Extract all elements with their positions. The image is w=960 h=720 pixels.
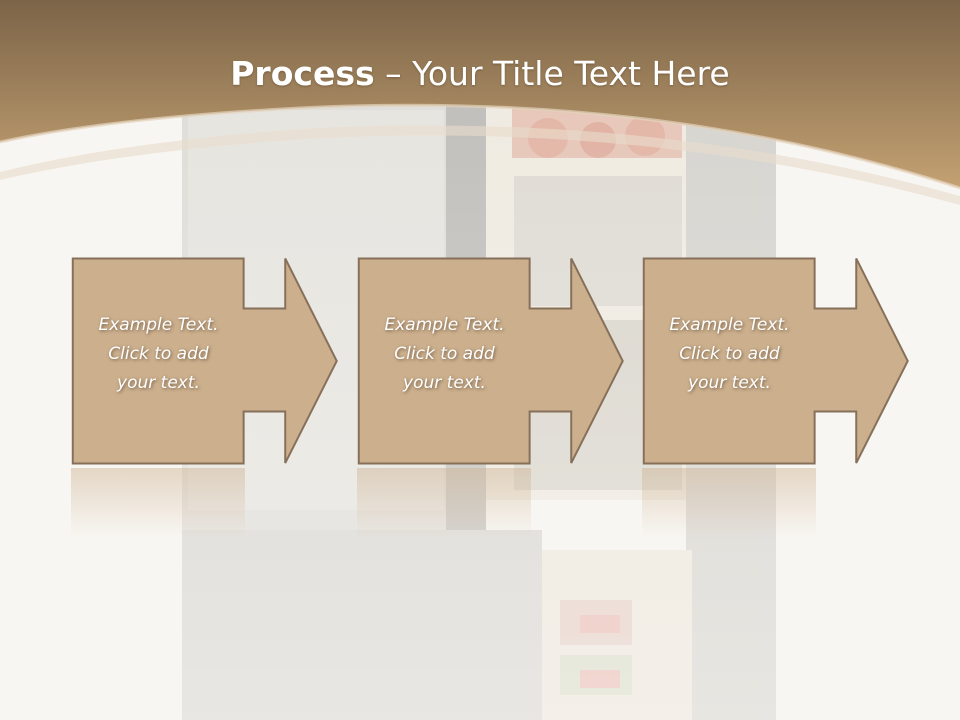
step-3-text[interactable]: Example Text. Click to add your text. xyxy=(642,311,817,398)
header-band xyxy=(0,0,960,188)
step-1-line-2: Click to add xyxy=(108,344,209,364)
step-1-line-1: Example Text. xyxy=(98,315,219,335)
step-3-line-3: your text. xyxy=(688,373,771,393)
right-arrow-icon xyxy=(71,257,338,465)
title-rest: Your Title Text Here xyxy=(412,54,730,93)
process-step-3[interactable] xyxy=(641,257,911,465)
right-arrow-icon xyxy=(357,257,624,465)
step-2-line-3: your text. xyxy=(403,373,486,393)
step-2-text[interactable]: Example Text. Click to add your text. xyxy=(357,311,532,398)
step-2-line-2: Click to add xyxy=(394,344,495,364)
step-1-line-3: your text. xyxy=(117,373,200,393)
process-step-1[interactable] xyxy=(70,257,340,465)
step-3-line-1: Example Text. xyxy=(669,315,790,335)
step-2-line-1: Example Text. xyxy=(384,315,505,335)
step-3-line-2: Click to add xyxy=(679,344,780,364)
step-1-text[interactable]: Example Text. Click to add your text. xyxy=(71,311,246,398)
title-bold: Process xyxy=(230,54,375,93)
title-separator: – xyxy=(374,54,413,93)
process-step-2[interactable] xyxy=(356,257,626,465)
slide-title[interactable]: Process – Your Title Text Here xyxy=(0,52,960,96)
right-arrow-icon xyxy=(642,257,909,465)
